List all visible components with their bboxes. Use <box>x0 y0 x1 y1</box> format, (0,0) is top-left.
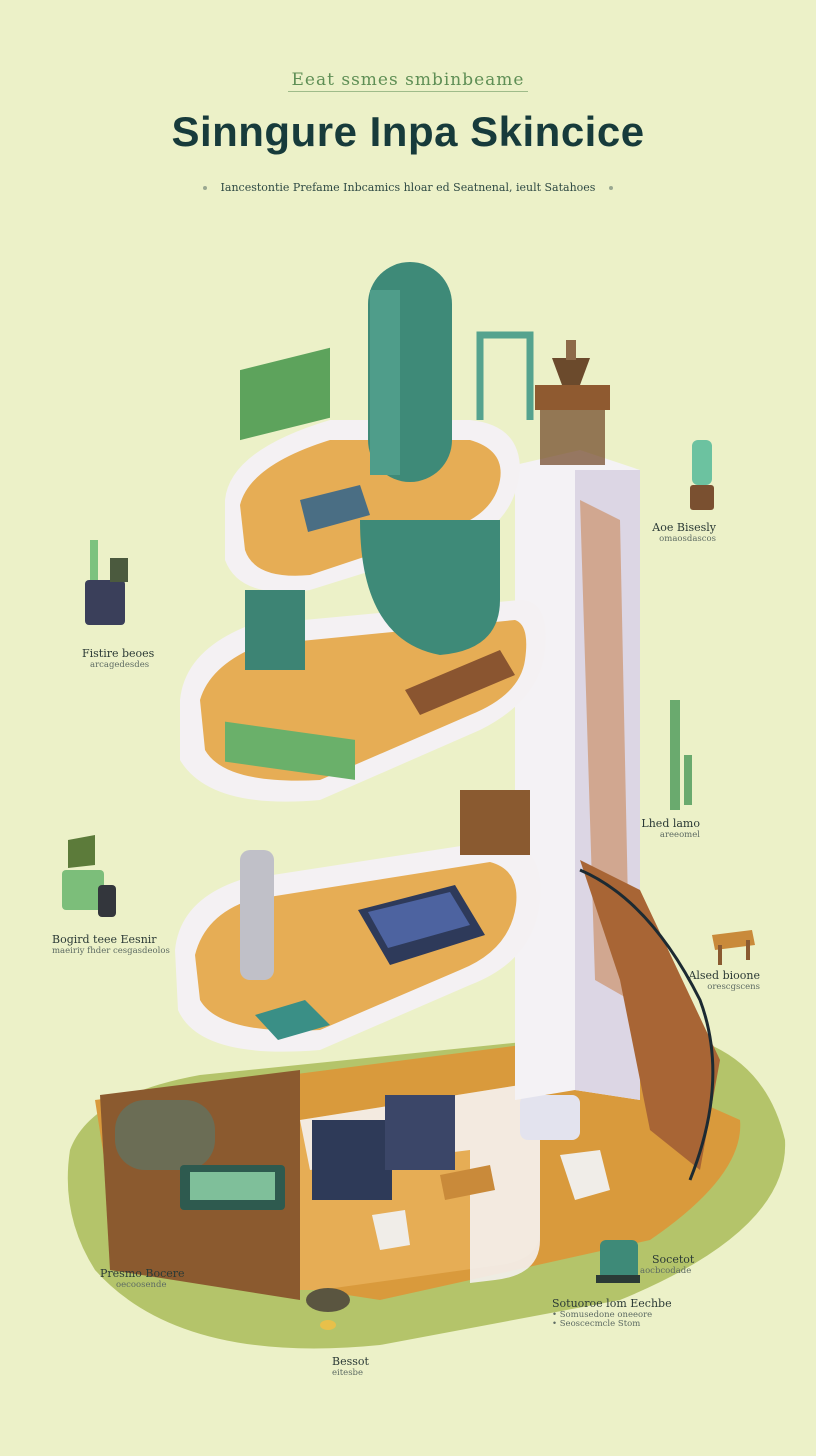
basement-tank <box>115 1100 215 1170</box>
ground-appliance-1 <box>312 1120 392 1200</box>
callout-left-mid: Bogird teee Eesnir maeiriy fhder cesgasd… <box>52 933 170 956</box>
poster-title: Sinngure Inpa Skincice <box>171 108 645 155</box>
top-bowl-stem <box>566 340 576 360</box>
main-tank-highlight <box>370 290 400 475</box>
tower-stair-rail <box>579 868 715 1181</box>
ground-appliance-2 <box>385 1095 455 1170</box>
callout-subtitle: arcagedesdes <box>90 659 150 670</box>
callout-title: Bessot <box>332 1355 369 1368</box>
left-top-object <box>85 540 128 625</box>
bullet-dot-left <box>202 186 207 190</box>
callout-title: Aoe Bisesly <box>652 521 716 534</box>
callout-title: Fistire beoes <box>82 647 155 660</box>
floor-1-rug <box>255 1000 330 1040</box>
callout-subtitle: • Somusedone oneeore • Seoscecmcle Stom <box>552 1309 653 1330</box>
top-platform <box>535 385 610 410</box>
callout-subtitle: aocbcodade <box>640 1265 692 1276</box>
callout-bottom-center: Bessot eitesbe <box>332 1355 369 1378</box>
poster-subtitle: Iancestontie Prefame Inbcamics hloar ed … <box>0 181 816 194</box>
callout-subtitle: orescgscens <box>707 981 760 992</box>
top-platform-legs <box>540 410 605 465</box>
callout-right-lower: Alsed bioone orescgscens <box>660 969 760 992</box>
callout-subtitle: oecoosende <box>116 1279 167 1290</box>
callout-subtitle: eitesbe <box>332 1367 364 1378</box>
floor-2-green-table <box>225 721 355 780</box>
callout-subtitle: omaosdascos <box>659 533 716 544</box>
callout-title: Bogird teee Eesnir <box>52 933 157 946</box>
right-mid-object <box>670 700 692 810</box>
basement-console-screen <box>190 1172 275 1200</box>
floor-3-deck <box>240 440 501 576</box>
subtitle-text: Iancestontie Prefame Inbcamics hloar ed … <box>220 181 596 194</box>
callout-title: Alsed bioone <box>688 969 760 982</box>
ground-chair <box>372 1210 410 1250</box>
callout-left-top: Fistire beoes arcagedesdes <box>82 647 155 670</box>
ground-cabinet <box>520 1095 580 1140</box>
callout-left-bottom: Presmo Bocere oecoosende <box>100 1267 185 1290</box>
floor-2-tank-base <box>360 520 500 655</box>
right-bottom-object <box>596 1240 640 1283</box>
callout-right-top: Aoe Bisesly omaosdascos <box>616 521 716 544</box>
callout-title: Socetot <box>652 1253 695 1266</box>
floor-1-bookshelf <box>460 790 530 855</box>
bottom-center-object <box>306 1288 350 1330</box>
callout-title: Lhed lamo <box>641 817 700 830</box>
floor-3-bench <box>300 485 370 532</box>
callout-title: Presmo Bocere <box>100 1267 185 1280</box>
callout-subtitle: maeiriy fhder cesgasdeolos <box>52 945 170 956</box>
poster-kicker: Eeat ssmes smbinbeame <box>0 70 816 92</box>
floor-2-machine <box>245 590 305 670</box>
callout-right-mid: Lhed lamo areeomel <box>600 817 700 840</box>
left-mid-object <box>62 835 116 917</box>
floor-2-desk <box>405 650 515 715</box>
ground-table <box>440 1165 495 1200</box>
ground-chair-2 <box>560 1150 610 1200</box>
right-lower-object <box>712 930 755 965</box>
floor-1-duct <box>240 850 274 980</box>
callout-bottom-center-right: Sotuoroe lom Eechbe • Somusedone oneeore… <box>552 1297 672 1330</box>
floor-1-bed-top <box>368 892 470 948</box>
tower-spiral-stairs <box>580 860 720 1170</box>
callout-title: Sotuoroe lom Eechbe <box>552 1297 672 1310</box>
tank-pipe-top <box>476 331 534 420</box>
callout-subtitle: areeomel <box>659 829 700 840</box>
floor-3-panel <box>240 347 330 441</box>
top-bowl <box>552 358 590 385</box>
right-top-object <box>690 440 714 510</box>
callout-right-bottom: Socetot aocbcodade <box>640 1253 695 1276</box>
bullet-dot-right <box>609 186 614 190</box>
